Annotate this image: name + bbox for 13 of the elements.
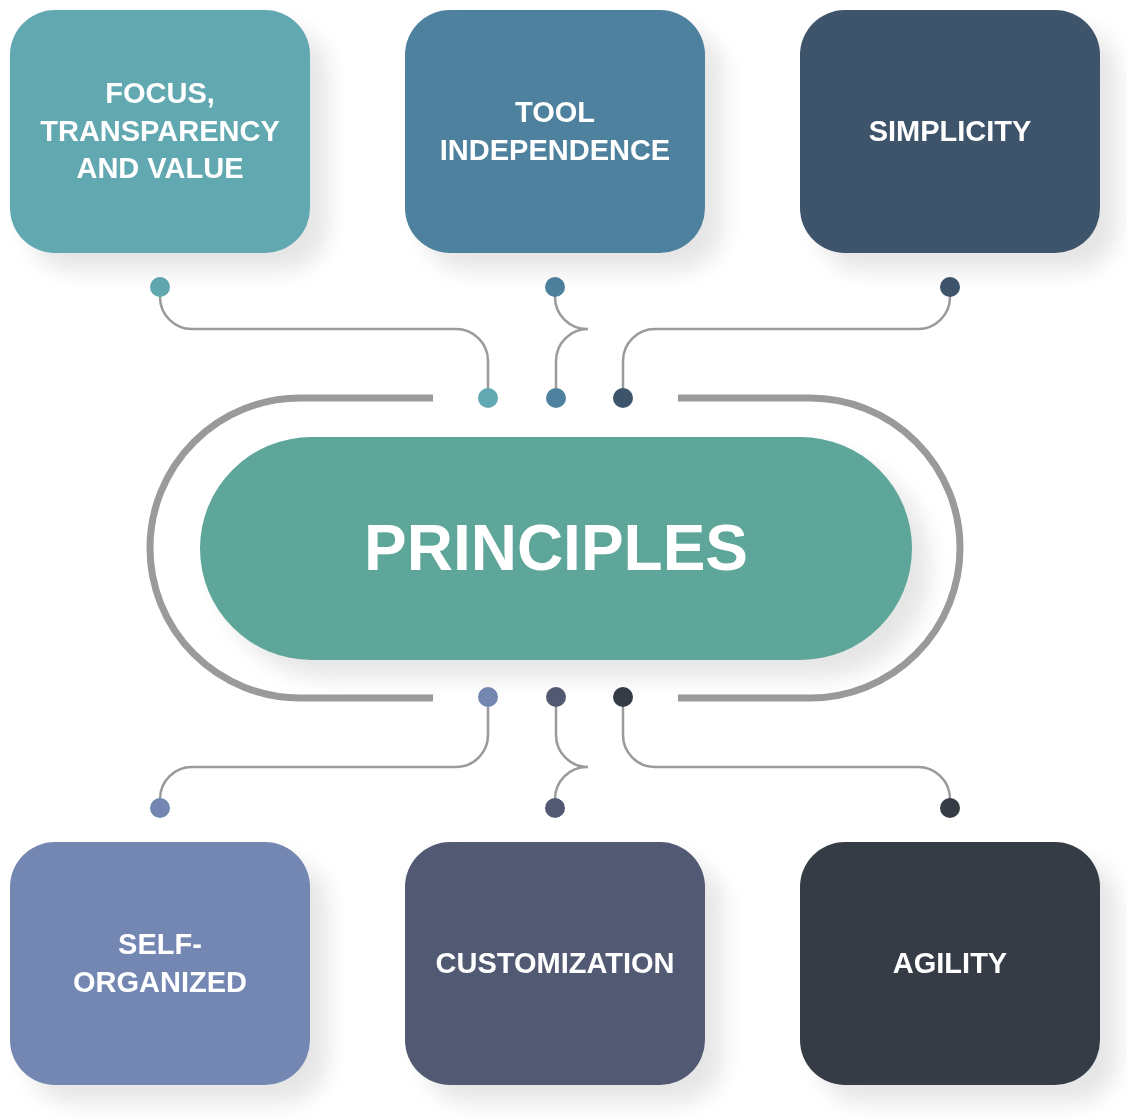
card-label: SELF-ORGANIZED	[72, 926, 248, 1000]
principle-card	[800, 10, 1100, 253]
principle-card	[10, 842, 310, 1085]
card-label: TOOL INDEPENDENCE	[438, 94, 672, 168]
card-label: PRINCIPLES	[363, 510, 749, 586]
principle-card	[800, 842, 1100, 1085]
card-label: CUSTOMIZATION	[435, 945, 675, 981]
principle-card	[405, 10, 705, 253]
card-label: SIMPLICITY	[868, 113, 1032, 149]
card-label: AGILITY	[892, 945, 1008, 981]
principle-card	[10, 10, 310, 253]
card-label: FOCUS, TRANSPARENCY AND VALUE	[39, 75, 281, 187]
principle-card	[405, 842, 705, 1085]
